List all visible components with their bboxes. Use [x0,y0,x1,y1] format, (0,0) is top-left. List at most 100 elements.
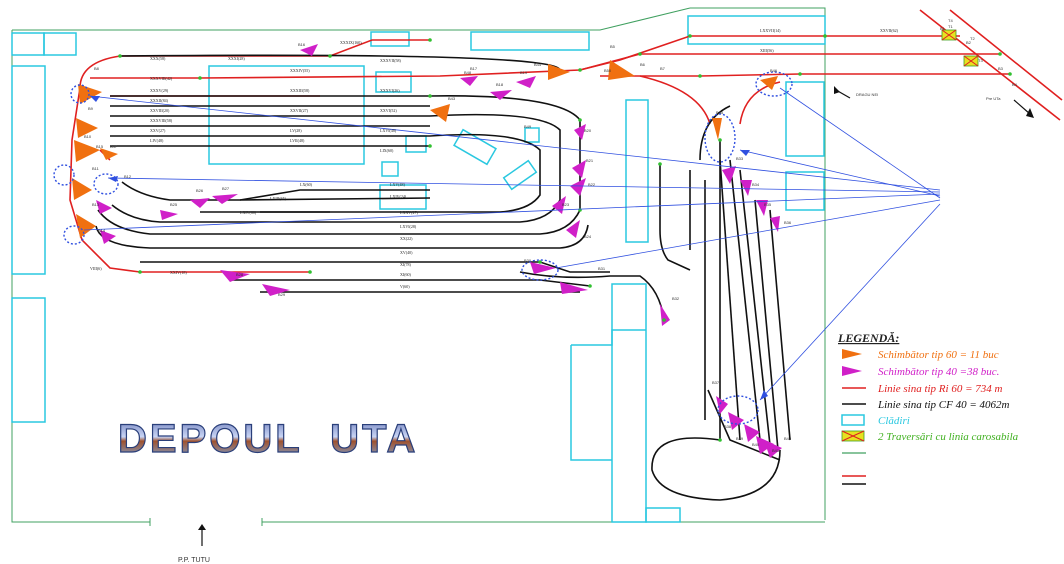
switches-type60 [72,60,778,238]
track-label: XXXIII(58) [290,88,310,93]
switch-label: B8 [94,66,100,71]
legend: LEGENDĂ: Schimbător tip 60 = 11 buc Schi… [837,331,1019,485]
track-label: LXIV(60) [240,210,257,215]
switch-label: B36 [784,220,792,225]
buildings [11,15,826,523]
track-label: XV(40) [400,250,413,255]
switch-label: B45 [716,110,724,115]
track-label: XXV(27) [150,128,166,133]
switch-label: B31 [598,266,606,271]
switches-type40 [96,44,782,458]
switch-label: B16 [298,42,306,47]
switch-label: B9 [88,106,94,111]
switch-label: B17 [470,66,478,71]
switch-label: B29 [278,292,286,297]
switch-label: B7 [660,66,666,71]
legend-swatch-orange [842,349,862,359]
track-label: XI(60) [400,272,412,277]
track-label: XXXVIII(42) [150,76,173,81]
track-label: LXVI(48) [380,128,397,133]
switch-label: B26 [196,188,204,193]
switch-label: B46 [770,68,778,73]
track-label: XXXVII(58) [380,58,402,63]
switch-label: B50 [604,68,612,73]
legend-item-buildings: Clădiri [878,415,910,427]
switch-label: T1 [948,24,953,29]
legend-item-cf40: Linie sina tip CF 40 = 4062m [877,399,1010,411]
switch-label: B35 [764,202,772,207]
switch-label: B18 [496,82,504,87]
level-crossings [941,29,979,67]
track-label: XXXVI(26) [380,88,400,93]
label-pre-uta: Pre UTa [986,96,1001,101]
switch-label: B47 [110,144,118,149]
track-label: LX(60) [300,182,313,187]
legend-heading: LEGENDĂ: [837,331,899,345]
switch-label: B37 [712,380,720,385]
legend-item-switch60: Schimbător tip 60 = 11 buc [878,349,999,361]
track-label: LXXV(27) [400,210,418,215]
track-label: LXIV(24) [390,194,407,199]
track-label: V(60) [400,284,410,289]
switch-label: B5 [610,44,616,49]
switch-label: B28 [236,272,244,277]
direction-arrows [198,86,1034,546]
switch-label: B30 [524,258,532,263]
switch-label: B33 [736,156,744,161]
track-label: XXXV(29) [150,88,169,93]
switch-label: B15 [96,144,104,149]
track-label: XXXIX(160) [340,40,362,45]
switch-label: B2 [966,40,972,45]
track-label: LXIII(65) [270,196,287,201]
track-label: XXVIII(20) [150,108,170,113]
track-label: XXVII(62) [880,28,899,33]
track-label: LXXVII(14) [760,28,781,33]
track-label: XXVI(52) [380,108,397,113]
switch-label: B39 [736,436,744,441]
switch-label: B25 [170,202,178,207]
track-label: LV(28) [290,128,302,133]
switch-label: B13 [92,202,100,207]
switch-label: B43 [448,96,456,101]
switch-label: B1 [940,26,946,31]
legend-swatch-magenta [842,366,862,376]
track-label: XI(78) [400,262,412,267]
switch-label: B11 [92,166,100,171]
track-label: XXIV(18) [170,270,187,275]
track-label: XXX(58) [150,56,166,61]
switch-label: B22 [588,182,596,187]
track-label: XXXIV(55) [290,68,310,73]
switch-label: B24 [584,234,592,239]
black-tracks [95,54,791,501]
switch-label: T4 [948,18,953,23]
switch-60-1 [78,84,102,104]
switch-label: B48 [464,70,472,75]
switch-label: B6 [640,62,646,67]
switch-label: B14 [98,228,106,233]
switch-label: B20 [584,128,592,133]
switch-label: B44 [534,62,542,67]
annotation-rays [83,87,941,401]
switch-label: B34 [752,182,760,187]
junction-nodes [118,34,1012,442]
track-label: XXXI(28) [228,56,245,61]
legend-item-crossings: 2 Traversări cu linia carosabila [878,431,1019,443]
track-label: XXXII(84) [150,98,169,103]
track-labels: XXXIX(160) XXXI(28) XXX(58) XXXIV(55) XXXVII… [84,18,1018,453]
switch-label: T2 [970,36,975,41]
switch-label: B38 [724,424,732,429]
track-label: XXVII(27) [290,108,309,113]
track-label: LIV(48) [150,138,164,143]
diagram-title: DEPOUL UTA [118,417,418,461]
track-label: LIX(60) [380,148,394,153]
switch-label: B19 [520,70,528,75]
highlight-circles [53,71,793,425]
track-label: XXXVIII(58) [150,118,173,123]
switch-label: B3 [998,66,1004,71]
legend-item-switch40: Schimbător tip 40 =38 buc. [878,366,999,378]
track-label: VIII(6) [90,266,102,271]
switch-label: B27 [222,186,230,191]
track-label: LVII(48) [290,138,305,143]
legend-item-ri60: Linie sina tip Ri 60 = 734 m [877,383,1003,395]
